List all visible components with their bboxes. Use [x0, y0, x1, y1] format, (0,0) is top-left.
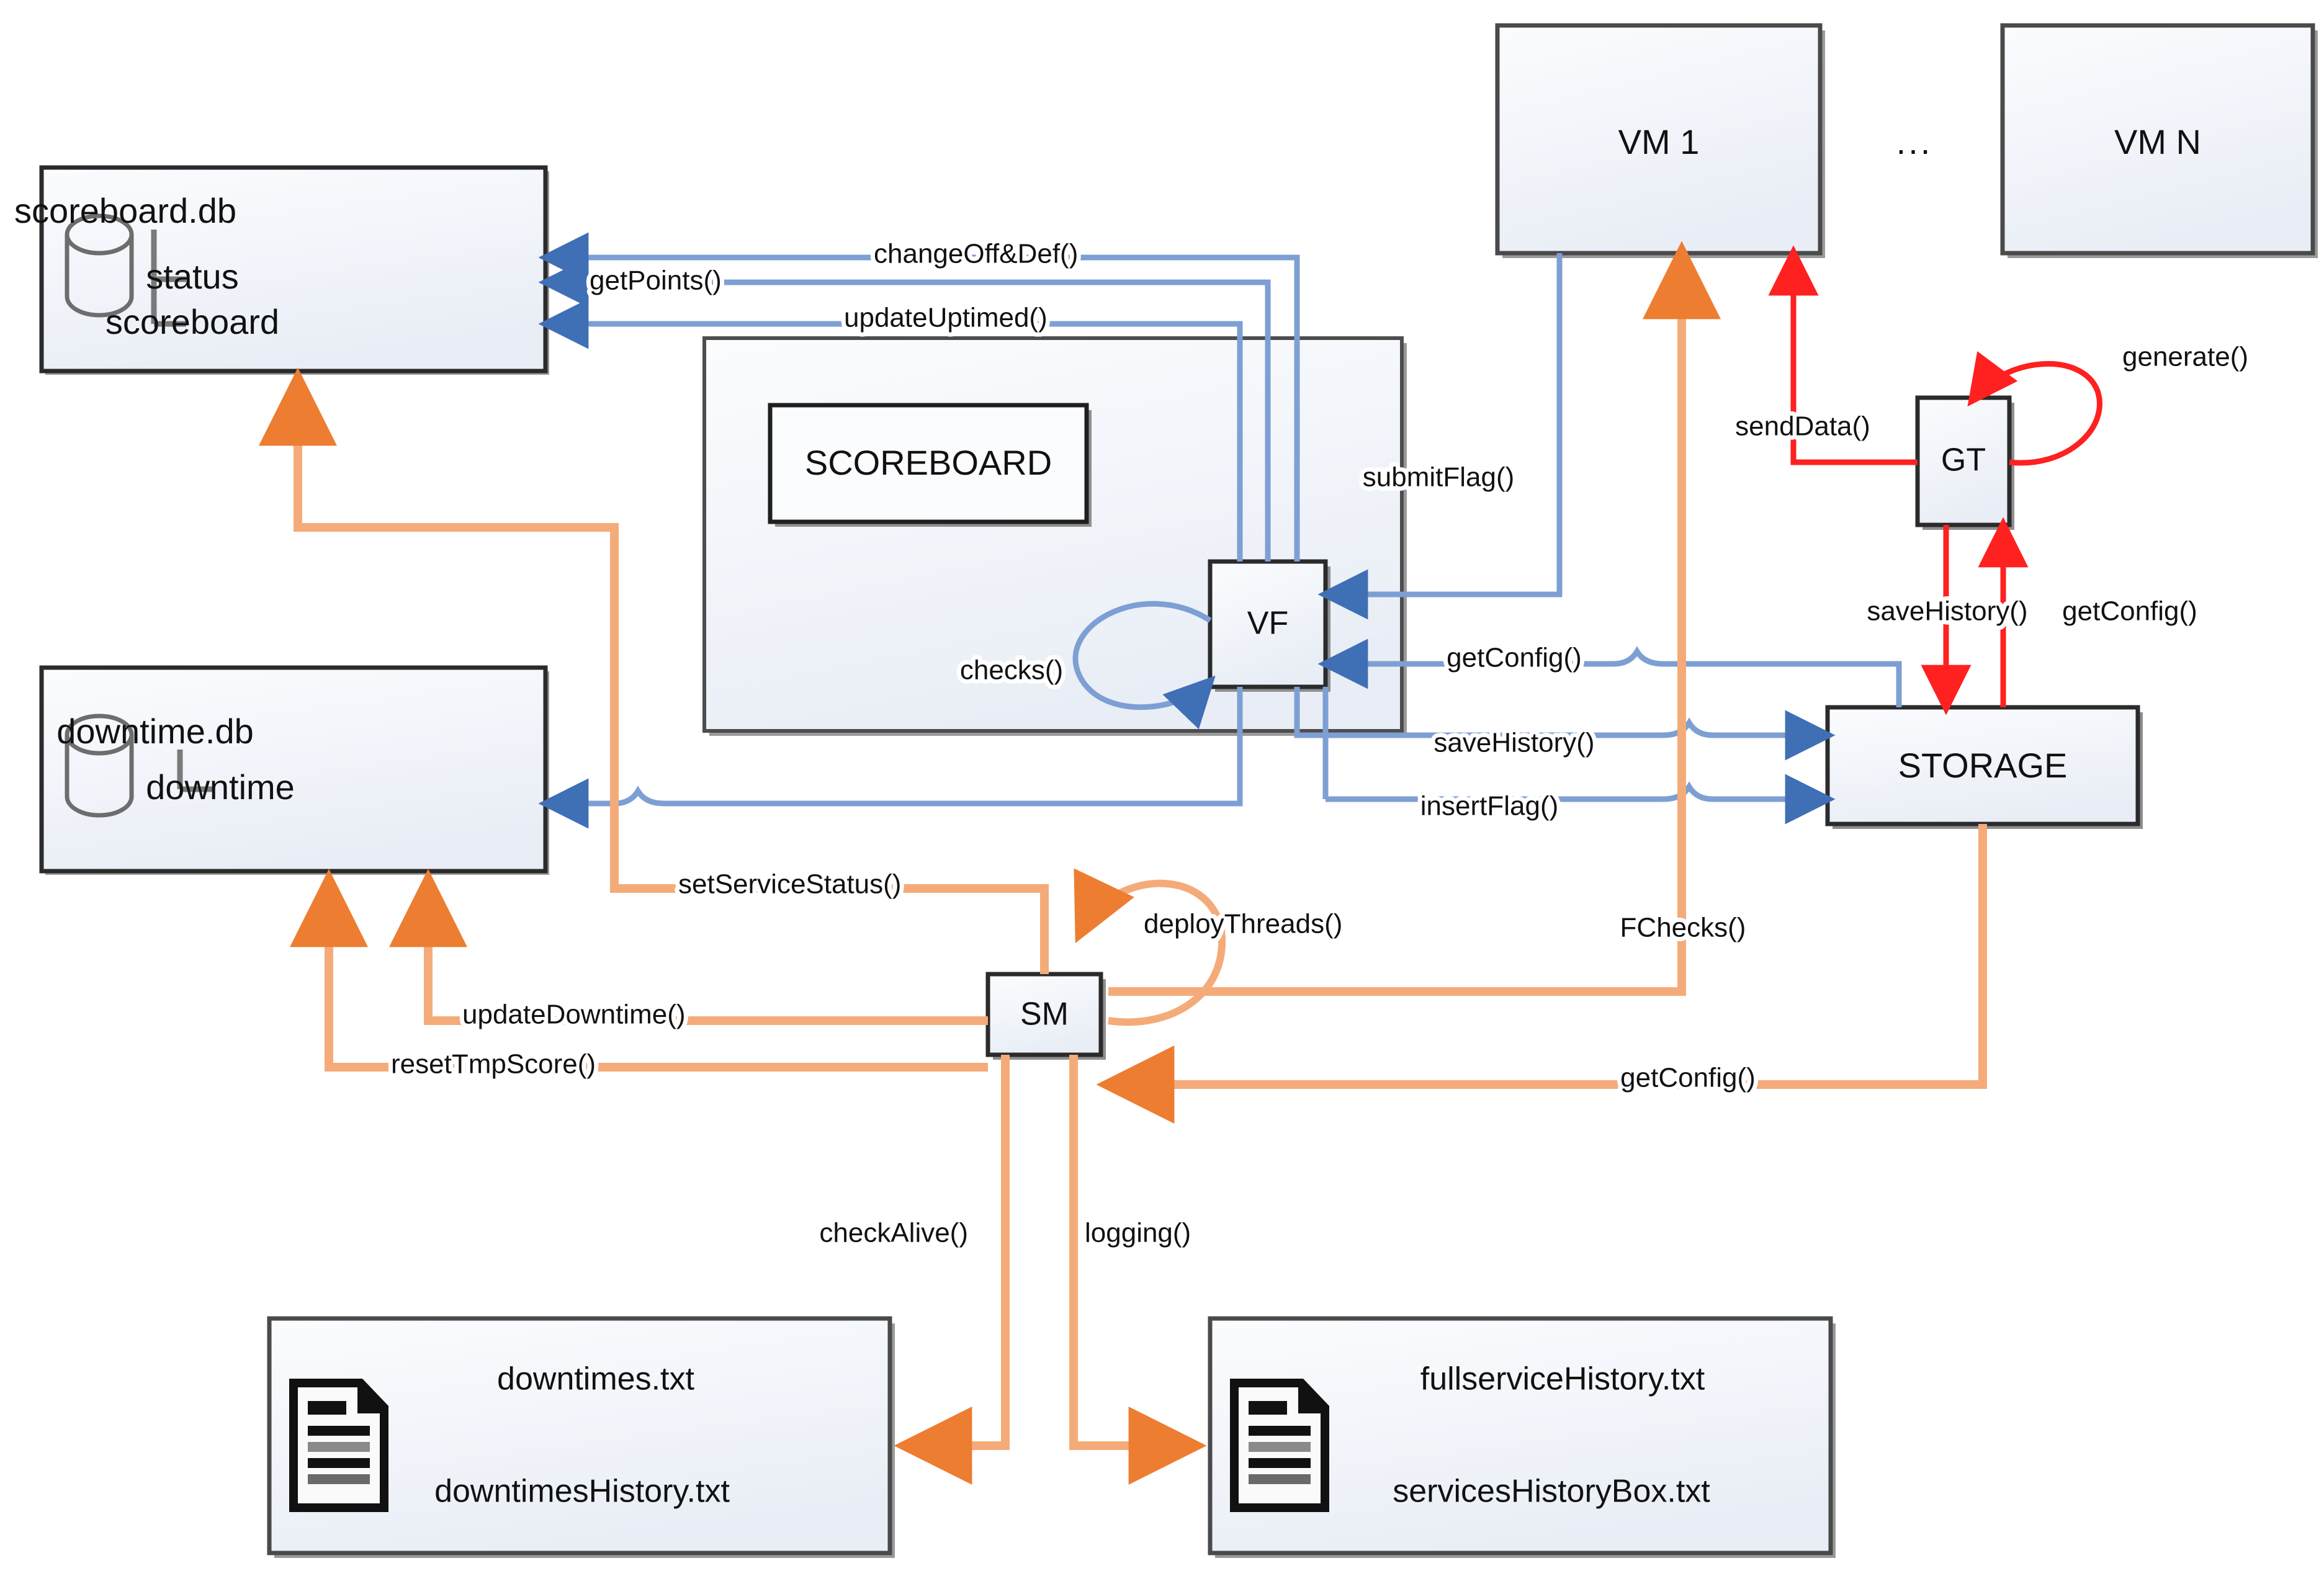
edge-set-service-status — [259, 367, 1049, 974]
edge-generate-loop — [1967, 351, 2102, 466]
edge-checks-loop — [1072, 601, 1216, 730]
vm-ellipsis: ... — [1896, 122, 1933, 161]
downtimes-file-title: downtimes.txt — [497, 1361, 694, 1397]
node-downtimes-file[interactable]: downtimes.txt downtimesHistory.txt — [267, 1316, 895, 1558]
edge-label-save-history-vf: saveHistory() — [1433, 728, 1594, 758]
edge-get-points — [538, 257, 1271, 562]
database-cylinder-icon — [65, 213, 134, 318]
storage-label: STORAGE — [1898, 746, 2068, 785]
scoreboard-db-child-status: status — [146, 257, 238, 296]
edge-label-logging: logging() — [1085, 1218, 1191, 1248]
edge-downtime-blue — [538, 687, 1243, 829]
node-vf[interactable]: VF — [1208, 559, 1330, 692]
edge-get-config-sm — [1096, 824, 1987, 1124]
vf-label: VF — [1247, 606, 1288, 642]
gt-label: GT — [1941, 442, 1986, 478]
edge-label-save-history-gt: saveHistory() — [1867, 596, 2027, 627]
edge-label-fchecks: FChecks() — [1620, 913, 1746, 943]
edge-label-set-service-status: setServiceStatus() — [678, 869, 901, 900]
edge-label-insert-flag: insertFlag() — [1420, 791, 1559, 821]
edge-label-update-downtime: updateDowntime() — [462, 1000, 686, 1030]
document-icon — [1230, 1379, 1329, 1512]
node-downtime-db[interactable]: downtime.db downtime — [39, 665, 549, 875]
scoreboard-db-child-scoreboard: scoreboard — [105, 302, 279, 341]
node-vm-n[interactable]: VM N — [2000, 23, 2318, 258]
node-scoreboard-container[interactable]: SCOREBOARD — [702, 336, 1407, 736]
edge-label-deploy-threads: deployThreads() — [1144, 909, 1342, 939]
edge-label-reset-tmp-score: resetTmpScore() — [391, 1049, 596, 1080]
document-icon — [289, 1379, 388, 1512]
edge-change-off-def — [538, 232, 1300, 562]
scoreboard-container-label: SCOREBOARD — [805, 443, 1052, 482]
edge-label-checks: checks() — [960, 655, 1063, 686]
edge-insert-flag — [1322, 687, 1836, 825]
node-vm-1[interactable]: VM 1 — [1495, 23, 1825, 258]
edge-label-get-config-gt: getConfig() — [2062, 596, 2197, 627]
edge-get-config-vf — [1317, 638, 1902, 707]
node-gt[interactable]: GT — [1915, 395, 2014, 530]
node-storage[interactable]: STORAGE — [1825, 705, 2143, 829]
node-scoreboard-db[interactable]: scoreboard.db status scoreboard — [14, 165, 549, 375]
edge-send-data — [1768, 245, 1918, 465]
edge-fchecks — [1108, 241, 1721, 996]
edge-update-downtime — [389, 869, 988, 1025]
edge-label-change-off-def: changeOff&Def() — [874, 239, 1078, 269]
edge-label-update-uptimed: updateUptimed() — [844, 303, 1048, 333]
edge-reset-tmp-score — [290, 869, 988, 1072]
services-file-subtitle: servicesHistoryBox.txt — [1393, 1474, 1710, 1510]
edge-submit-flag — [1317, 253, 1563, 620]
node-sm[interactable]: SM — [985, 972, 1106, 1060]
vm-1-label: VM 1 — [1618, 122, 1700, 161]
vm-n-label: VM N — [2114, 122, 2201, 161]
edge-update-uptimed — [538, 298, 1243, 562]
edge-logging — [1069, 1055, 1207, 1485]
scoreboard-db-title: scoreboard.db — [14, 191, 236, 230]
edge-label-check-alive: checkAlive() — [819, 1218, 968, 1248]
downtime-db-title: downtime.db — [56, 712, 254, 751]
services-file-title: fullserviceHistory.txt — [1420, 1361, 1705, 1397]
edge-label-get-points: getPoints() — [590, 266, 722, 296]
edge-label-send-data: sendData() — [1735, 411, 1870, 442]
downtimes-file-subtitle: downtimesHistory.txt — [434, 1474, 730, 1510]
edge-check-alive — [894, 1055, 1010, 1485]
edge-save-history-vf — [1294, 687, 1836, 761]
edge-label-submit-flag: submitFlag() — [1363, 462, 1515, 493]
database-cylinder-icon — [65, 714, 134, 818]
sm-label: SM — [1020, 996, 1069, 1032]
node-services-file[interactable]: fullserviceHistory.txt servicesHistoryBo… — [1208, 1316, 1836, 1558]
downtime-db-child-downtime: downtime — [146, 768, 295, 807]
edge-deploy-threads-loop — [1074, 868, 1226, 1026]
edge-label-get-config-sm: getConfig() — [1620, 1063, 1756, 1093]
edge-label-generate: generate() — [2122, 342, 2248, 372]
edge-label-get-config-vf: getConfig() — [1447, 643, 1582, 673]
